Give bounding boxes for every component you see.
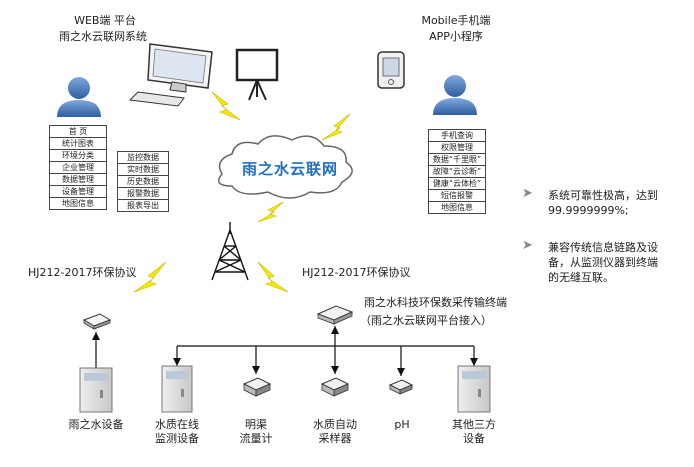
lightning-bolt-icon (257, 201, 284, 223)
web-data-submenu: 监控数据 实时数据 历史数据 报警数据 报表导出 (117, 151, 169, 212)
menu-item[interactable]: 首 页 (50, 126, 106, 138)
menu-item[interactable]: 短信报警 (429, 190, 485, 202)
menu-item[interactable]: 监控数据 (118, 152, 168, 164)
mobile-subtitle: APP小程序 (429, 30, 483, 43)
cloud-label: 雨之水云联网 (241, 160, 338, 178)
web-main-menu: 首 页 统计图表 环境分类 企业管理 数据管理 设备管理 地图信息 (49, 125, 107, 210)
ph-meter-icon (388, 379, 414, 395)
menu-item[interactable]: 数据“千里眼” (429, 154, 485, 166)
menu-item[interactable]: 历史数据 (118, 176, 168, 188)
menu-item[interactable]: 环境分类 (50, 150, 106, 162)
lightning-bolt-icon (257, 261, 289, 293)
menu-item[interactable]: 报表导出 (127, 201, 159, 210)
menu-item[interactable]: 统计图表 (50, 138, 106, 150)
menu-item[interactable]: 企业管理 (50, 162, 106, 174)
screen-board-icon (235, 48, 279, 101)
chevron-right-icon: ➤ (522, 238, 533, 253)
device-label: 水质自动 采样器 (313, 418, 357, 445)
web-user-icon (57, 77, 101, 117)
feature-item: 系统可靠性极高，达到 99.9999999%; (548, 189, 658, 217)
menu-item[interactable]: 实时数据 (118, 164, 168, 176)
left-terminal-icon (82, 313, 112, 330)
data-terminal-icon (316, 305, 354, 325)
feature-item: 兼容传统信息链路及设 备，从监测仪器到终端 的无缝互联。 (548, 241, 658, 284)
mobile-user-icon (433, 75, 477, 115)
menu-item[interactable]: 报警数据 (118, 188, 168, 200)
rain-water-device-icon (79, 367, 113, 413)
menu-item[interactable]: 健康“云体检” (429, 178, 485, 190)
menu-item[interactable]: 权限管理 (429, 142, 485, 154)
menu-item[interactable]: 地图信息 (62, 199, 94, 208)
lightning-bolt-icon (211, 91, 241, 121)
protocol-left-label: HJ212-2017环保协议 (28, 266, 137, 279)
web-subtitle: 雨之水云联网系统 (59, 30, 147, 43)
menu-item[interactable]: 数据管理 (50, 174, 106, 186)
phone-icon (377, 51, 405, 89)
protocol-right-label: HJ212-2017环保协议 (302, 266, 411, 279)
terminal-title: 雨之水科技环保数采传输终端 (364, 296, 507, 309)
device-label: 水质在线 监测设备 (155, 418, 199, 445)
water-quality-monitor-icon (161, 365, 193, 413)
computer-icon (128, 43, 213, 107)
device-label: 其他三方 设备 (452, 418, 496, 445)
radio-tower-icon (211, 222, 249, 281)
flow-meter-icon (242, 377, 272, 397)
chevron-right-icon: ➤ (522, 186, 533, 201)
water-sampler-icon (320, 377, 350, 397)
menu-item[interactable]: 故障“云诊断” (429, 166, 485, 178)
device-label: pH (394, 418, 410, 431)
terminal-subtitle: （雨之水云联网平台接入） (360, 314, 492, 327)
menu-item[interactable]: 设备管理 (50, 186, 106, 198)
mobile-title: Mobile手机端 (421, 14, 491, 27)
lightning-bolt-icon (321, 113, 351, 141)
third-party-device-icon (457, 365, 491, 413)
lightning-bolt-icon (133, 261, 167, 293)
web-title: WEB端 平台 (74, 14, 136, 27)
menu-item[interactable]: 手机查询 (429, 130, 485, 142)
device-label: 明渠 流量计 (239, 418, 273, 445)
cloud-icon (217, 135, 353, 199)
device-label: 雨之水设备 (68, 418, 124, 431)
menu-item[interactable]: 地图信息 (441, 203, 473, 212)
mobile-menu: 手机查询 权限管理 数据“千里眼” 故障“云诊断” 健康“云体检” 短信报警 地… (428, 129, 486, 214)
